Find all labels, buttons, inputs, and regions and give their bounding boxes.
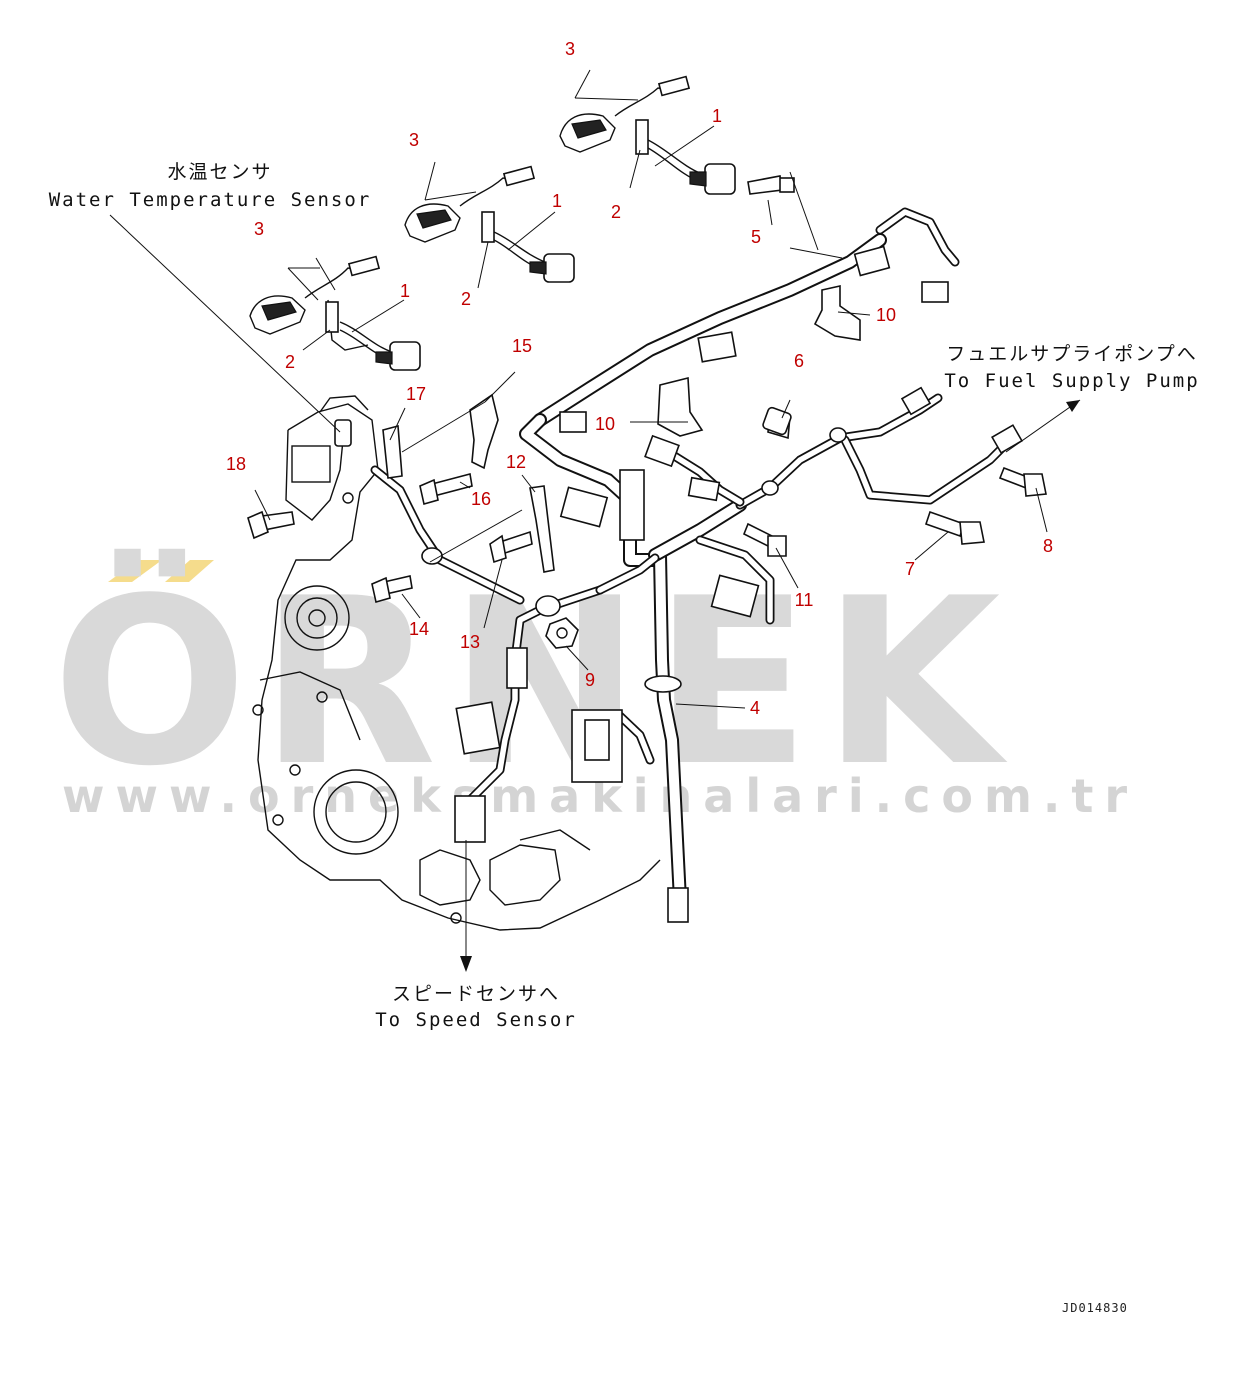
injector-harness-b	[404, 165, 575, 283]
callout-c17: 17	[406, 384, 426, 404]
watermark-accent-left	[108, 560, 162, 582]
water-temp-sensor-label-jp: 水温センサ	[167, 161, 272, 183]
callout-c10a: 10	[876, 305, 896, 325]
injector-harness-a	[249, 255, 421, 371]
speed-sensor-arrow	[460, 956, 472, 972]
callout-c3c: 3	[565, 39, 575, 59]
callout-c11: 11	[795, 590, 814, 610]
callout-c16: 16	[471, 489, 491, 509]
callout-c10b: 10	[595, 414, 615, 434]
callout-c12: 12	[506, 452, 526, 472]
callout-c2c: 2	[611, 202, 621, 222]
callout-c14: 14	[409, 619, 429, 639]
hardware	[247, 285, 1047, 649]
callout-c6: 6	[794, 351, 804, 371]
callout-c4: 4	[750, 698, 760, 718]
callout-c1c: 1	[712, 106, 722, 126]
speed-sensor-label-en: To Speed Sensor	[375, 1009, 577, 1031]
callout-c8: 8	[1043, 536, 1053, 556]
callout-c15: 15	[512, 336, 532, 356]
drawing-number: JD014830	[1062, 1301, 1128, 1315]
fuel-pump-label-en: To Fuel Supply Pump	[944, 370, 1199, 392]
callout-c3a: 3	[254, 219, 264, 239]
callout-c9: 9	[585, 670, 595, 690]
injector-harness-c	[559, 75, 795, 195]
callout-c18: 18	[226, 454, 246, 474]
callout-c3b: 3	[409, 130, 419, 150]
fuel-pump-label-jp: フュエルサプライポンプへ	[946, 343, 1197, 365]
speed-sensor-label-jp: スピードセンサへ	[392, 983, 560, 1005]
water-temp-sensor-label-en: Water Temperature Sensor	[49, 189, 372, 211]
callout-c1a: 1	[400, 281, 410, 301]
leader-lines	[109, 69, 1081, 972]
captions: 水温センサ Water Temperature Sensor フュエルサプライポ…	[49, 161, 1199, 1315]
watermark-accent-right	[165, 560, 214, 582]
callout-c2b: 2	[461, 289, 471, 309]
engine-block	[252, 395, 661, 931]
connectors	[334, 245, 1023, 923]
callout-c2a: 2	[285, 352, 295, 372]
callout-c13: 13	[460, 632, 480, 652]
callout-c1b: 1	[552, 191, 562, 211]
callout-c5: 5	[751, 227, 761, 247]
fuel-pump-arrow	[1066, 400, 1080, 412]
callout-c7: 7	[905, 559, 915, 579]
